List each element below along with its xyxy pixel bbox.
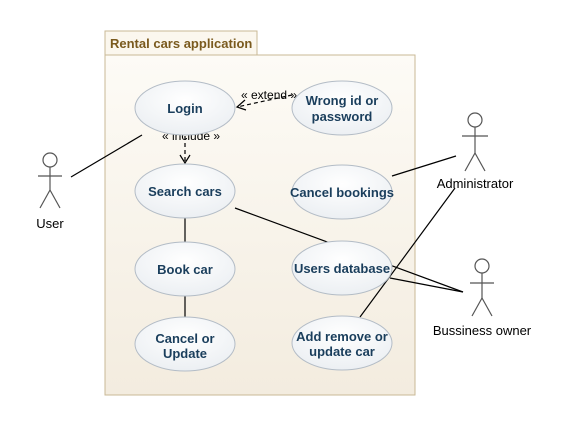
admin-add-remove-association bbox=[359, 187, 456, 318]
use-case-label: Login bbox=[167, 101, 202, 116]
use-case-ellipse bbox=[134, 316, 236, 372]
use-case-ellipse bbox=[134, 80, 236, 136]
include-arrowhead bbox=[179, 154, 191, 165]
use-case-label: Search cars bbox=[148, 184, 222, 199]
actor-left-leg bbox=[471, 297, 483, 317]
actor-administrator-label: Administrator bbox=[437, 176, 514, 191]
use-case-cancel-bookings[interactable]: Cancel bookings bbox=[290, 164, 394, 220]
actor-business-owner-label: Bussiness owner bbox=[433, 323, 532, 338]
use-case-ellipse bbox=[291, 240, 393, 296]
use-case-book-car[interactable]: Book car bbox=[134, 241, 236, 297]
use-case-ellipse bbox=[134, 241, 236, 297]
use-case-label: Users database bbox=[294, 261, 390, 276]
actor-user[interactable] bbox=[38, 152, 62, 209]
actor-user-label: User bbox=[36, 216, 64, 231]
actor-left-leg bbox=[39, 189, 51, 209]
extend-arrowhead bbox=[235, 99, 247, 111]
use-case-login[interactable]: Login bbox=[134, 80, 236, 136]
actor-administrator[interactable] bbox=[462, 112, 488, 172]
use-case-ellipse bbox=[134, 163, 236, 219]
actor-right-leg bbox=[481, 297, 493, 317]
actor-head bbox=[42, 152, 58, 168]
actor-right-leg bbox=[474, 152, 486, 172]
use-case-label: Cancel bookings bbox=[290, 185, 394, 200]
system-title-tab bbox=[104, 30, 258, 56]
actor-business-owner[interactable] bbox=[470, 258, 494, 317]
actor-head bbox=[467, 112, 483, 128]
actor-right-leg bbox=[49, 189, 61, 209]
actor-head bbox=[474, 258, 490, 274]
user-login-association bbox=[70, 134, 143, 178]
actor-left-leg bbox=[464, 152, 476, 172]
use-case-users-database[interactable]: Users database bbox=[291, 240, 393, 296]
admin-cancel-bookings-association bbox=[391, 155, 457, 177]
system-title: Rental cars application bbox=[110, 36, 252, 51]
use-case-ellipse bbox=[291, 315, 393, 371]
use-case-ellipse bbox=[291, 164, 393, 220]
use-case-search-cars[interactable]: Search cars bbox=[134, 163, 236, 219]
extend-dependency bbox=[236, 94, 293, 108]
use-case-ellipse bbox=[291, 80, 393, 136]
owner-users-database-association bbox=[389, 277, 464, 293]
extend-label: « extend » bbox=[241, 88, 297, 102]
use-case-label: Book car bbox=[157, 262, 213, 277]
